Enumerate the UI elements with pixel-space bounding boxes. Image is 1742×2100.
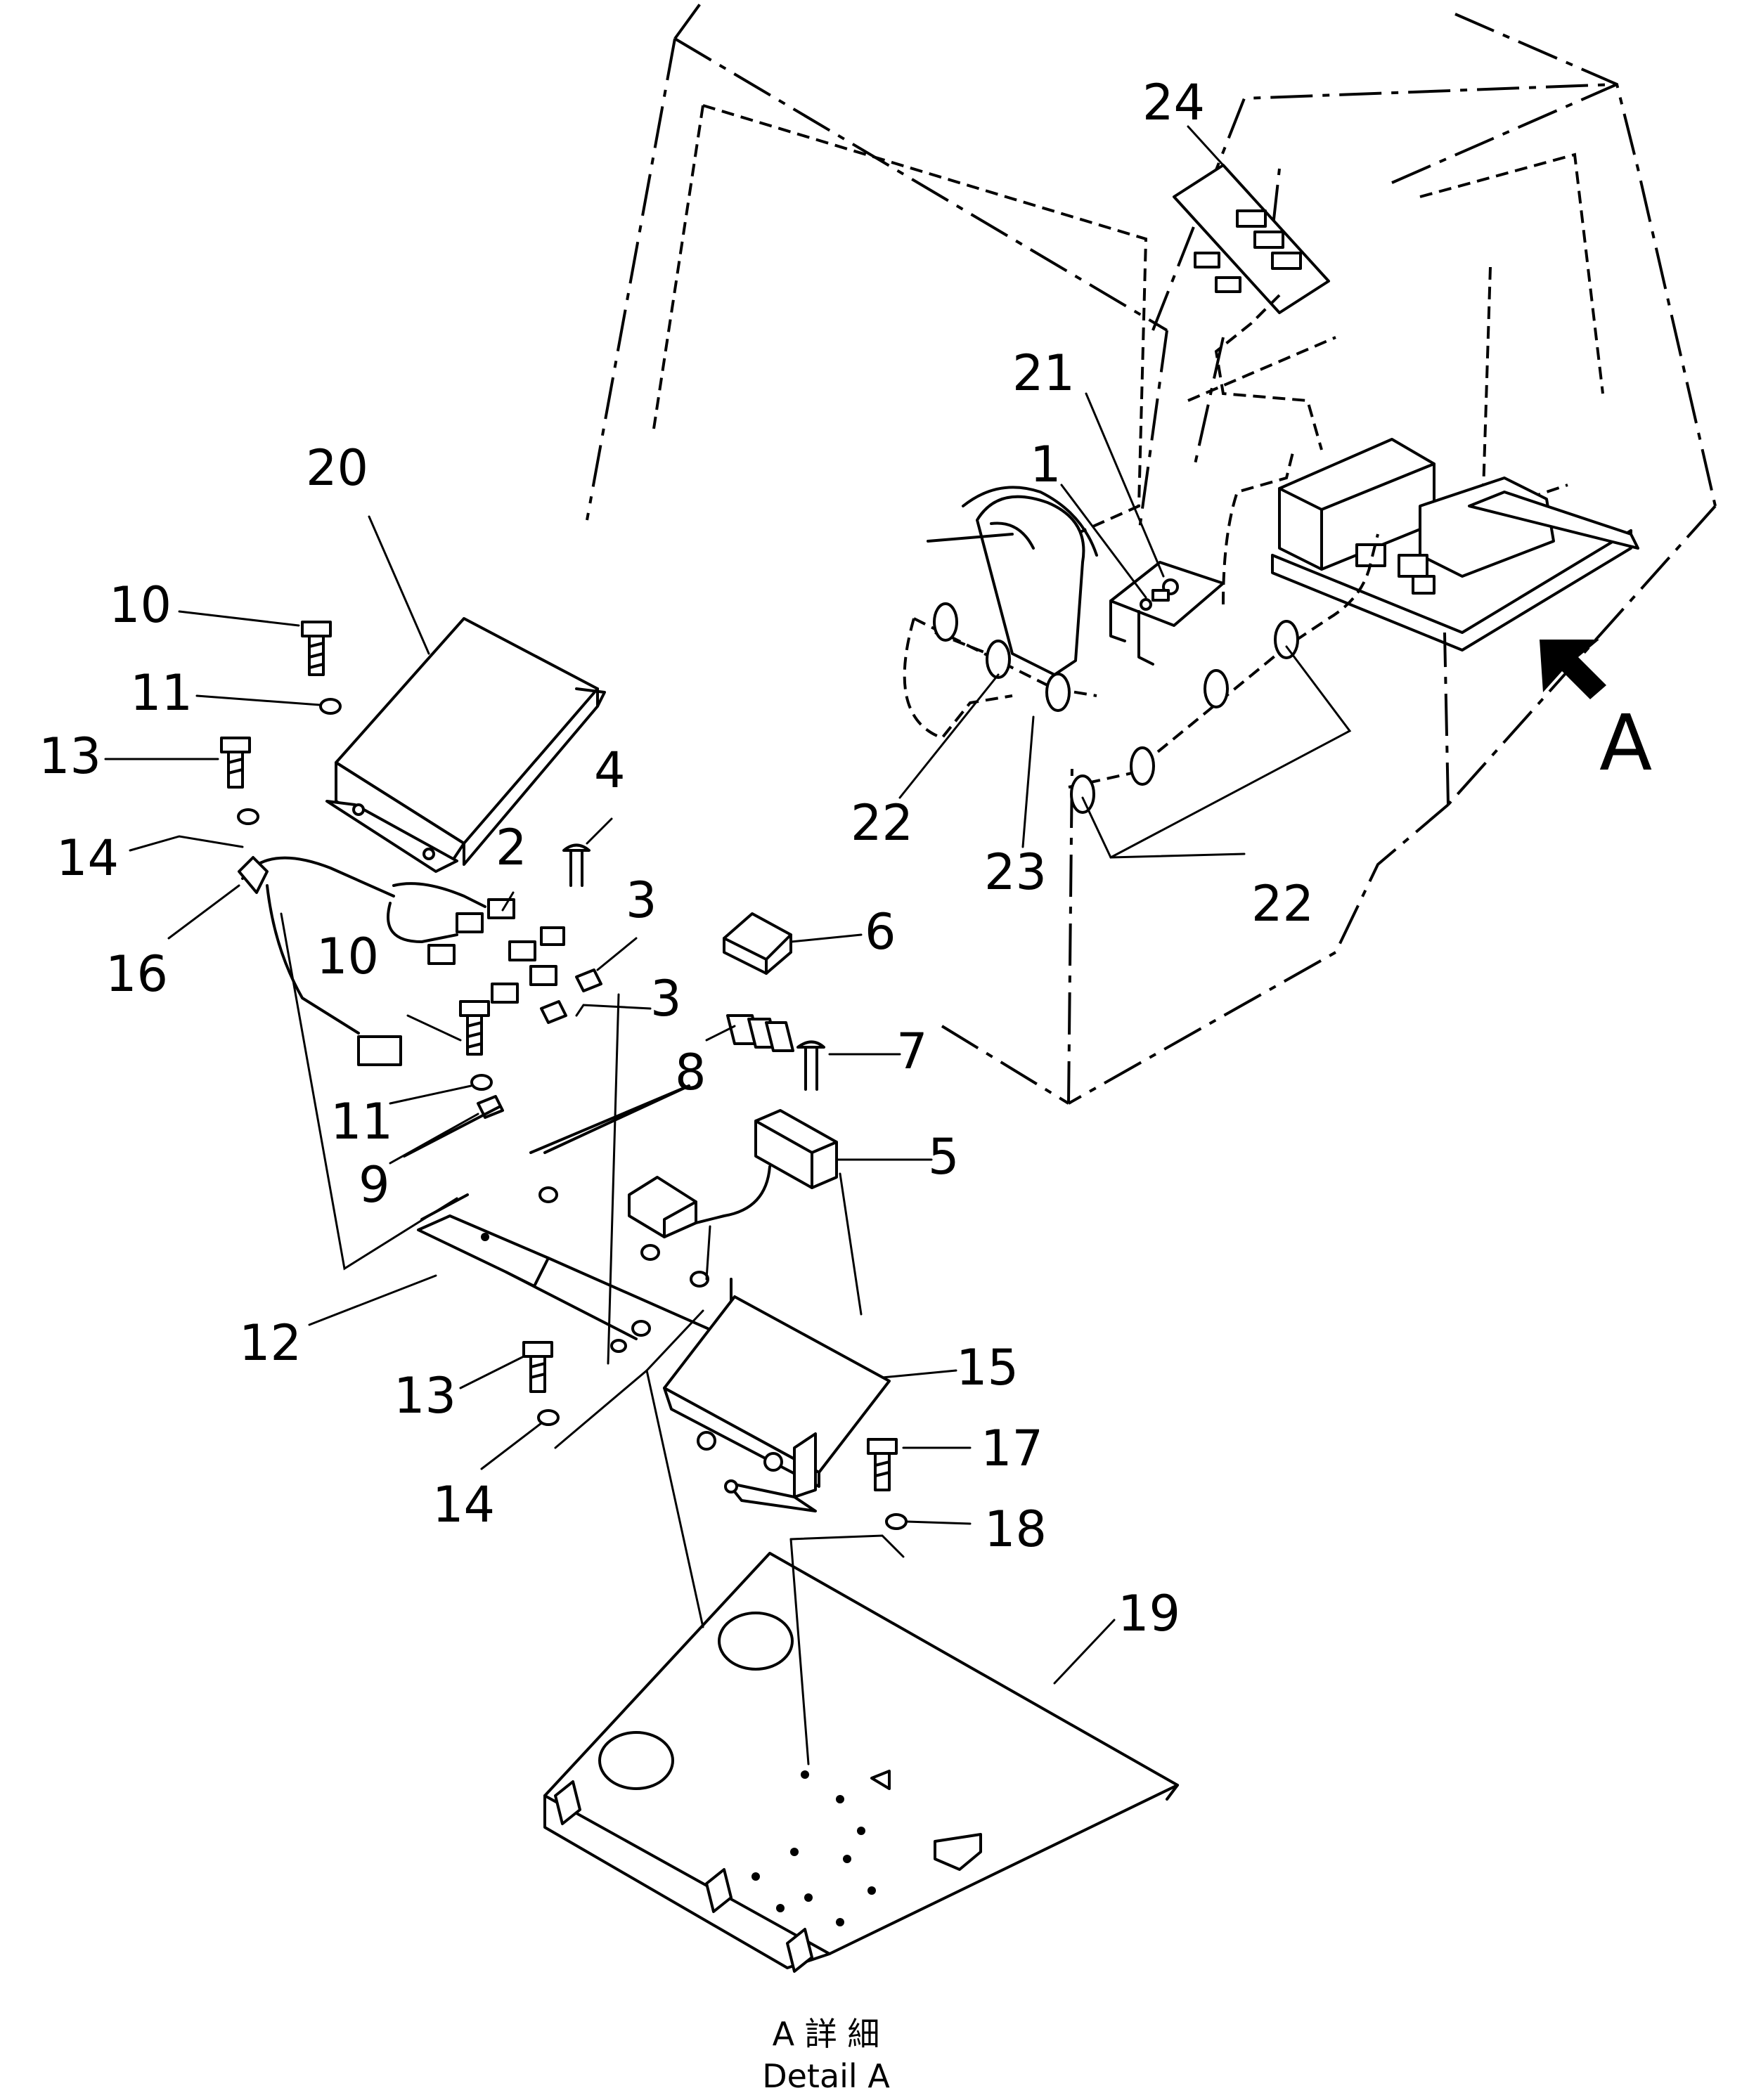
- harness-connectors: [238, 856, 602, 1119]
- callout-2: 2: [496, 819, 527, 876]
- callout-13b: 13: [394, 1367, 456, 1425]
- caption-english: Detail A: [762, 2057, 890, 2095]
- callout-3a: 3: [626, 871, 657, 929]
- callout-16: 16: [105, 945, 168, 1003]
- callout-15: 15: [956, 1339, 1019, 1396]
- steering-console: [927, 486, 1098, 676]
- base-plate: [543, 1552, 1179, 1973]
- callout-8: 8: [675, 1044, 707, 1101]
- fasteners: [220, 621, 908, 1530]
- right-controller-assembly: [1271, 438, 1639, 652]
- callout-3b: 3: [650, 970, 682, 1028]
- relay-bracket: [1109, 561, 1225, 666]
- leader-lines: [104, 125, 1352, 1765]
- upper-connector-assembly: [1173, 164, 1330, 451]
- callout-18: 18: [984, 1501, 1047, 1558]
- callout-24: 24: [1142, 74, 1205, 131]
- callout-12: 12: [239, 1314, 302, 1372]
- cover-bracket: [663, 1295, 891, 1512]
- callout-7: 7: [896, 1023, 928, 1080]
- caption: A 詳 細 Detail A: [762, 2015, 890, 2095]
- callout-10b: 10: [316, 928, 379, 985]
- callout-13a: 13: [39, 727, 101, 785]
- callout-22b: 22: [1251, 875, 1314, 933]
- callout-labels: 24 21 1 20 10 11 13 14 16 4 2 3 3 10 6 8…: [39, 74, 1652, 1642]
- callout-21: 21: [1012, 344, 1075, 402]
- callout-17: 17: [981, 1420, 1043, 1477]
- callout-14a: 14: [56, 829, 119, 887]
- wiring-harness: [903, 449, 1379, 814]
- callout-20: 20: [306, 439, 368, 497]
- caption-japanese: A 詳 細: [773, 2015, 880, 2053]
- callout-6: 6: [865, 903, 896, 961]
- callout-22a: 22: [851, 794, 913, 852]
- relay-components: [628, 912, 838, 1238]
- controller-box: [325, 617, 606, 873]
- view-marker-a: A: [1599, 698, 1652, 788]
- callout-5: 5: [928, 1128, 960, 1186]
- callout-1: 1: [1030, 436, 1062, 493]
- callout-4: 4: [594, 741, 626, 799]
- callout-11b: 11: [330, 1093, 393, 1151]
- callout-11a: 11: [130, 664, 193, 722]
- callout-10a: 10: [109, 576, 172, 634]
- callout-9: 9: [359, 1156, 390, 1214]
- view-arrow: [1540, 640, 1606, 699]
- callout-19: 19: [1118, 1585, 1180, 1642]
- callout-23: 23: [984, 843, 1047, 901]
- callout-14b: 14: [432, 1476, 495, 1534]
